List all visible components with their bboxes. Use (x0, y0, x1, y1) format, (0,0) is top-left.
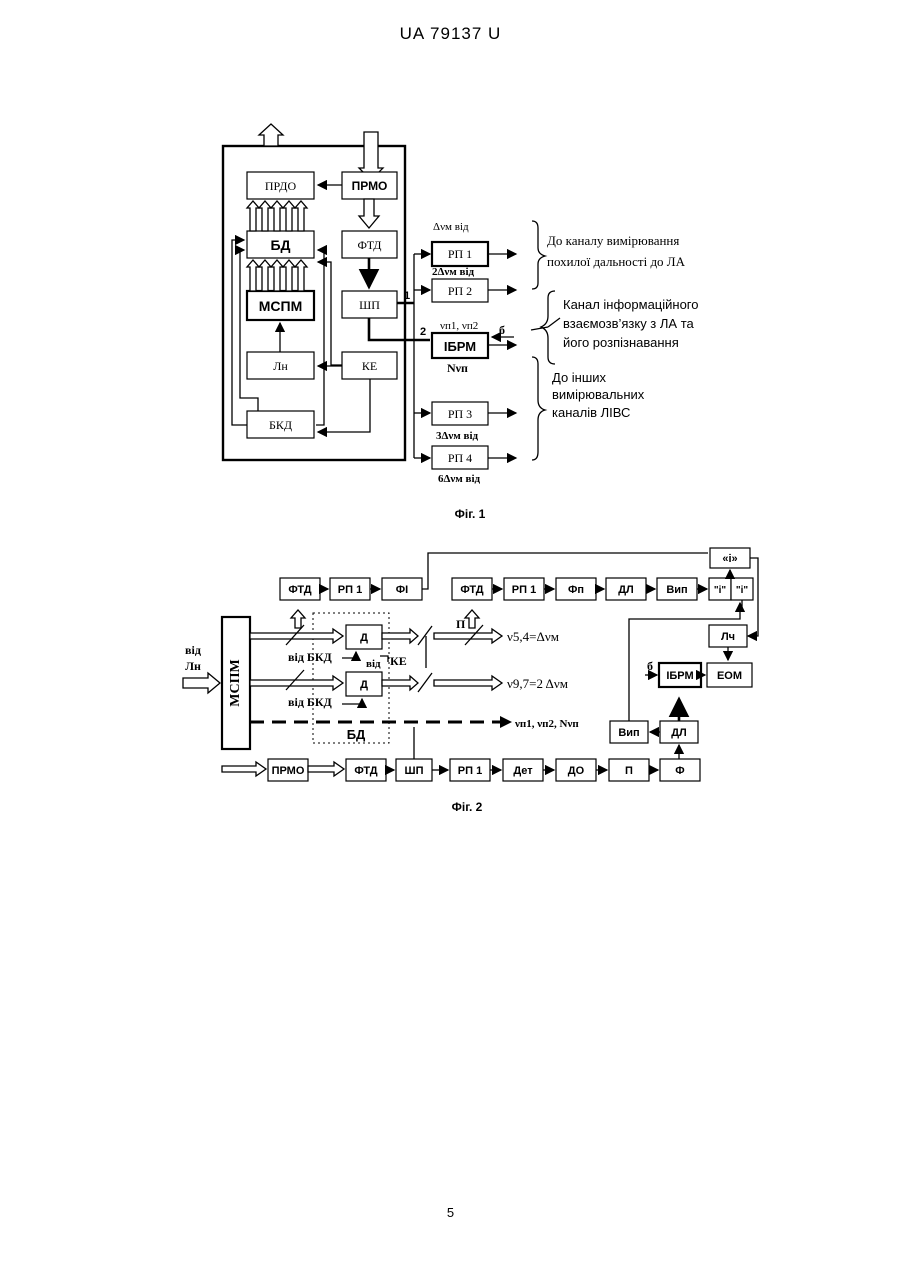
fig2-label-and-2: "і" (736, 585, 749, 596)
fig1-label-prmo: ПРМО (352, 179, 388, 193)
fig2-label-vyp-b: Вип (618, 727, 639, 739)
fig2-label-p-box: П (625, 765, 633, 777)
fig1-label-bd: БД (270, 237, 290, 253)
fig1-nu: νп1, νп2 (440, 320, 478, 332)
fig1-label-ke: КЕ (362, 359, 377, 373)
fig2-vid-small: від (366, 658, 381, 670)
fig1-three-dv: 3Δνм від (436, 430, 479, 442)
fig1-note-info-3: його розпізнавання (563, 335, 679, 350)
fig1-two-dv: 2Δνм від (432, 266, 475, 278)
fig2-nu97: ν9,7=2 Δνм (507, 676, 568, 691)
fig2-nu-n: νп1, νп2, Nνп (514, 718, 579, 730)
fig2-caption: Фіг. 2 (452, 800, 483, 814)
fig2-label-and-1: "і" (714, 585, 727, 596)
fig2-label-quote-i: «і» (722, 553, 737, 565)
fig2-label-mspm: МСПМ (228, 659, 243, 706)
fig1-dv-vid: Δνм від (433, 221, 469, 233)
fig2-label-ftd-a: ФТД (288, 584, 311, 596)
page-number: 5 (0, 1205, 901, 1220)
fig2-label-fi: ФІ (396, 584, 408, 596)
fig1-label-shp: ШП (359, 298, 380, 312)
fig1-label-ibrm: ІБРМ (444, 339, 476, 354)
fig2-label-ftd-b: ФТД (460, 584, 483, 596)
fig1-label-bkd: БКД (269, 418, 292, 432)
fig2-label-fp: Фп (568, 584, 584, 596)
fig2-label-bd: БД (347, 727, 366, 742)
fig2-vid-bkd-1: від БКД (288, 650, 333, 664)
fig2-label-ftd-c: ФТД (354, 765, 377, 777)
fig1-note-distance-2: похилої дальності до ЛА (547, 254, 686, 269)
fig2-label-vid: від (185, 643, 201, 657)
fig1-note-other-2: вимірювальних (552, 387, 645, 402)
fig1-caption: Фіг. 1 (455, 507, 486, 521)
fig2-label-vyp-a: Вип (666, 584, 687, 596)
fig2-label-dl-b: ДЛ (671, 727, 687, 739)
fig1-label-mspm: МСПМ (259, 298, 303, 314)
fig1-label-ln: Лн (273, 359, 288, 373)
fig2-label-ln: Лн (185, 659, 201, 673)
fig2-label-det: Дет (513, 765, 533, 777)
fig2-label-p: П (456, 617, 466, 631)
fig2-label-lch: Лч (721, 631, 735, 643)
fig1-port-1: 1 (404, 290, 410, 302)
fig2-label-rp1-c: РП 1 (458, 765, 482, 777)
fig2-label-rp1-b: РП 1 (512, 584, 536, 596)
fig1-n-nu: Nνп (447, 361, 468, 375)
fig2-label-rp1-a: РП 1 (338, 584, 362, 596)
fig2-label-ke: КЕ (390, 654, 407, 668)
fig1-note-info-2: взаємозв’язку з ЛА та (563, 316, 695, 331)
fig2-vid-bkd-2: від БКД (288, 695, 333, 709)
fig1-label-ftd: ФТД (358, 238, 382, 252)
fig1-port-b: б (499, 323, 505, 337)
fig1-six-dv: 6Δνм від (438, 473, 481, 485)
fig1-note-distance-1: До каналу вимірювання (547, 233, 679, 248)
fig1-note-other-1: До інших (552, 370, 607, 385)
fig2-label-do: ДО (568, 765, 585, 777)
fig2-label-dl-a: ДЛ (618, 584, 634, 596)
fig2-label-d1: Д (360, 632, 368, 644)
fig2-label-d2: Д (360, 679, 368, 691)
fig2-nu54: ν5,4=Δνм (507, 629, 559, 644)
fig1-label-rp3: РП 3 (448, 407, 472, 421)
fig1-port-2: 2 (420, 326, 426, 338)
fig1-note-info-1: Канал інформаційного (563, 297, 699, 312)
fig1-label-rp1: РП 1 (448, 247, 472, 261)
fig2-label-shp: ШП (405, 765, 424, 777)
fig1-label-rp4: РП 4 (448, 451, 472, 465)
figure-2: ФТД РП 1 ФІ ФТД РП 1 Фп ДЛ Вип (183, 548, 758, 814)
fig1-note-other-3: каналів ЛІВС (552, 405, 630, 420)
fig1-label-rp2: РП 2 (448, 284, 472, 298)
fig2-label-ibrm: ІБРМ (666, 670, 693, 682)
fig2-label-eom: ЕОМ (717, 670, 742, 682)
fig1-label-prdo: ПРДО (265, 179, 297, 193)
fig2-port-b: б (647, 659, 653, 673)
fig2-label-f-box: Ф (675, 765, 684, 777)
fig2-label-prmo: ПРМО (272, 765, 305, 777)
figure-1: ПРДО БД МСПМ Лн БКД (223, 124, 699, 521)
